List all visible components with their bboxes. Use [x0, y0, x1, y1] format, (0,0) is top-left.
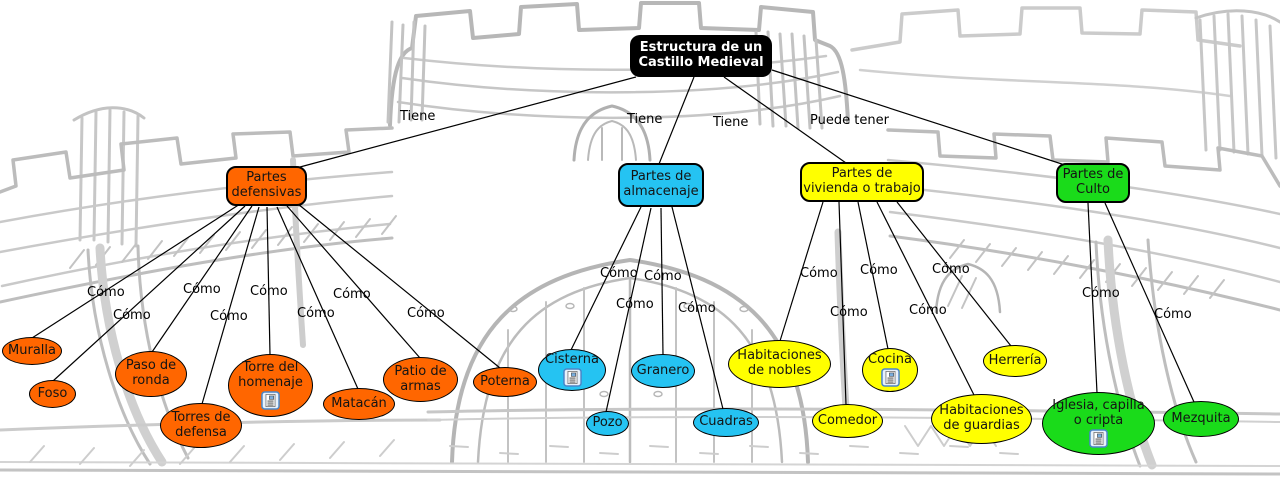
link-label-como-poterna[interactable]: Cómo — [407, 306, 445, 321]
link-label-tiene-defensivas[interactable]: Tiene — [400, 109, 436, 124]
connector-culto-mezquita — [1104, 202, 1195, 403]
node-poterna[interactable]: Poterna — [473, 367, 537, 397]
node-label: Comedor — [817, 412, 878, 428]
node-label: Patio de armas — [394, 363, 447, 394]
node-herreria[interactable]: Herrería — [983, 345, 1047, 377]
node-label: Poterna — [480, 373, 530, 389]
link-label-como-granero[interactable]: Cómo — [644, 269, 682, 284]
link-label-como-foso[interactable]: Cómo — [113, 308, 151, 323]
node-label: Mezquita — [1171, 410, 1231, 426]
node-cuadras[interactable]: Cuadras — [693, 408, 759, 437]
connector-defensivas-patio — [286, 205, 421, 359]
link-label-como-matacan[interactable]: Cómo — [297, 306, 335, 321]
node-cocina[interactable]: Cocina — [862, 348, 918, 392]
node-partes-de-vivienda-o-trabajo[interactable]: Partes de vivienda o trabajo — [800, 162, 924, 202]
node-label: Cisterna — [545, 351, 599, 367]
node-label: Partes de vivienda o trabajo — [803, 166, 921, 196]
node-partes-de-almacenaje[interactable]: Partes de almacenaje — [618, 163, 704, 207]
link-label-como-iglesia[interactable]: Cómo — [1082, 286, 1120, 301]
node-label: Partes defensivas — [231, 170, 302, 200]
node-label: Partes de almacenaje — [623, 169, 699, 199]
link-label-como-nobles[interactable]: Cómo — [800, 266, 838, 281]
connector-defensivas-homenaje — [266, 206, 271, 356]
link-label-como-paso[interactable]: Cómo — [183, 282, 221, 297]
node-mezquita[interactable]: Mezquita — [1163, 401, 1239, 437]
node-muralla[interactable]: Muralla — [2, 337, 62, 365]
link-label-como-cisterna[interactable]: Cómo — [600, 266, 638, 281]
node-label: Muralla — [8, 342, 56, 358]
node-root-title[interactable]: Estructura de un Castillo Medieval — [630, 35, 772, 77]
connector-defensivas-poterna — [297, 203, 501, 369]
node-label: Foso — [37, 385, 68, 401]
node-label: Habitaciones de nobles — [737, 348, 822, 378]
node-label: Pozo — [592, 415, 623, 431]
connector-defensivas-paso — [151, 205, 253, 353]
link-label-como-torres[interactable]: Cómo — [210, 309, 248, 324]
link-label-como-patio[interactable]: Cómo — [333, 287, 371, 302]
node-label: Torres de defensa — [171, 409, 231, 440]
link-label-como-mezquita[interactable]: Cómo — [1154, 307, 1192, 322]
node-habitaciones-de-guardias[interactable]: Habitaciones de guardias — [931, 394, 1032, 444]
link-label-como-cocina[interactable]: Cómo — [860, 263, 898, 278]
node-label: Partes de Culto — [1062, 167, 1124, 197]
root-title-label: Estructura de un Castillo Medieval — [638, 40, 764, 70]
resource-icon[interactable] — [1089, 429, 1108, 448]
node-patio-de-armas[interactable]: Patio de armas — [383, 357, 458, 402]
resource-icon[interactable] — [881, 368, 900, 387]
node-foso[interactable]: Foso — [29, 380, 76, 408]
node-paso-de-ronda[interactable]: Paso de ronda — [115, 351, 187, 397]
node-torre-del-homenaje[interactable]: Torre del homenaje — [228, 354, 313, 417]
link-label-como-muralla[interactable]: Cómo — [87, 285, 125, 300]
node-label: Cocina — [868, 351, 912, 367]
resource-icon[interactable] — [563, 368, 582, 387]
node-partes-de-culto[interactable]: Partes de Culto — [1056, 163, 1130, 203]
link-label-como-homenaje[interactable]: Cómo — [250, 284, 288, 299]
node-label: Matacán — [331, 395, 387, 411]
node-pozo[interactable]: Pozo — [586, 411, 629, 436]
node-label: Torre del homenaje — [238, 359, 303, 390]
link-label-como-comedor[interactable]: Cómo — [830, 305, 868, 320]
resource-icon[interactable] — [261, 391, 280, 410]
connector-root-almacenaje — [658, 76, 695, 165]
node-label: Habitaciones de guardias — [939, 403, 1024, 433]
node-label: Herrería — [988, 352, 1042, 368]
node-partes-defensivas[interactable]: Partes defensivas — [226, 166, 307, 206]
link-label-como-guardias[interactable]: Cómo — [909, 303, 947, 318]
node-label: Iglesia, capilla o cripta — [1052, 397, 1145, 428]
link-label-tiene-almacenaje[interactable]: Tiene — [627, 112, 663, 127]
node-habitaciones-de-nobles[interactable]: Habitaciones de nobles — [728, 340, 831, 388]
node-iglesia-capilla-o-cripta[interactable]: Iglesia, capilla o cripta — [1042, 392, 1155, 455]
link-label-como-cuadras[interactable]: Cómo — [678, 301, 716, 316]
connector-vivienda-comedor — [838, 201, 847, 406]
node-comedor[interactable]: Comedor — [812, 404, 883, 438]
node-cisterna[interactable]: Cisterna — [538, 349, 606, 391]
node-matacan[interactable]: Matacán — [323, 388, 395, 420]
connector-root-defensivas — [299, 76, 637, 168]
link-label-puede-tener-culto[interactable]: Puede tener — [810, 113, 889, 128]
node-granero[interactable]: Granero — [631, 354, 695, 388]
node-label: Paso de ronda — [125, 358, 177, 388]
link-label-tiene-vivienda[interactable]: Tiene — [713, 115, 749, 130]
node-label: Cuadras — [699, 414, 753, 430]
node-torres-de-defensa[interactable]: Torres de defensa — [160, 403, 242, 448]
link-label-como-pozo[interactable]: Cómo — [616, 297, 654, 312]
node-label: Granero — [636, 362, 690, 378]
link-label-como-herreria[interactable]: Cómo — [932, 262, 970, 277]
